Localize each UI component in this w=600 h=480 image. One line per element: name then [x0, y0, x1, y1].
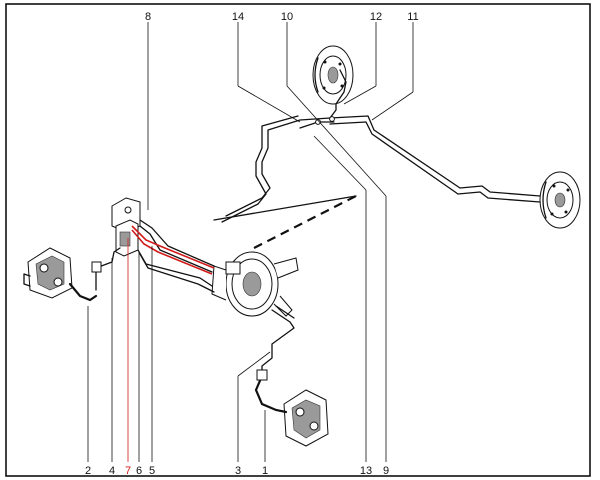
callout-5: 5 [149, 465, 155, 477]
callout-13: 13 [360, 465, 372, 477]
brake-pipe-hidden-section [253, 195, 357, 249]
brake-pipe-12 [335, 69, 347, 105]
callout-2: 2 [85, 465, 91, 477]
brake-pipe-14 [225, 117, 331, 217]
brake-pipe-5 [139, 219, 215, 267]
brake-hose-2 [68, 282, 98, 302]
callout-10: 10 [281, 11, 293, 23]
brake-hose-1 [254, 374, 288, 414]
brake-pipe-7 [131, 225, 215, 269]
leader-lines [87, 22, 414, 462]
callout-3: 3 [235, 465, 241, 477]
callout-9: 9 [383, 465, 389, 477]
brake-servo-booster [211, 251, 299, 317]
diagram-frame [5, 3, 591, 477]
brake-regulator-valve [111, 197, 141, 257]
callout-12: 12 [370, 11, 382, 23]
callout-14: 14 [232, 11, 244, 23]
front-right-brake-caliper [283, 389, 329, 447]
rear-left-brake-disc [539, 171, 581, 229]
brake-pipe-11 [329, 115, 541, 197]
callout-7: 7 [125, 465, 131, 477]
callout-11: 11 [407, 11, 418, 23]
callout-6: 6 [136, 465, 142, 477]
callout-4: 4 [109, 465, 115, 477]
callout-1: 1 [262, 465, 268, 477]
callout-8: 8 [145, 11, 151, 23]
brake-pipe-3 [261, 309, 295, 377]
rear-right-brake-disc [312, 45, 354, 105]
front-left-brake-caliper [23, 247, 73, 299]
